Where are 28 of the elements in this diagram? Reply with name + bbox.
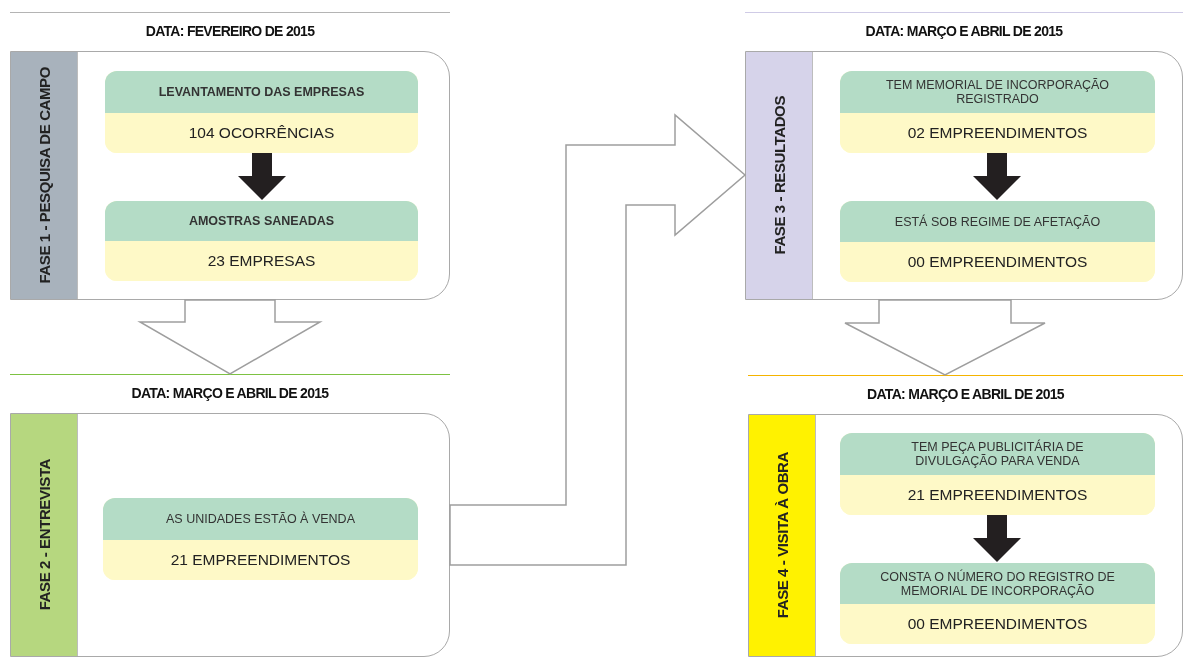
- phase-label: FASE 2 - ENTREVISTA: [35, 459, 53, 611]
- card-header: TEM PEÇA PUBLICITÁRIA DE DIVULGAÇÃO PARA VENDA: [840, 433, 1155, 475]
- phase-label: FASE 3 - RESULTADOS: [770, 96, 788, 255]
- down-arrow: [238, 152, 286, 200]
- down-arrow: [973, 152, 1021, 200]
- date-heading: DATA: FEVEREIRO DE 2015: [144, 23, 316, 39]
- info-card: [840, 201, 1155, 282]
- block-arrow: [844, 299, 1046, 376]
- info-card: [103, 498, 418, 580]
- card-header: AS UNIDADES ESTÃO À VENDA: [103, 498, 418, 540]
- card-header: CONSTA O NÚMERO DO REGISTRO DE MEMORIAL DE INCORPORAÇÃO: [840, 563, 1155, 604]
- card-header: AMOSTRAS SANEADAS: [105, 201, 418, 241]
- info-card: [840, 71, 1155, 153]
- info-card: [105, 71, 418, 153]
- date-heading: DATA: MARÇO E ABRIL DE 2015: [130, 385, 330, 401]
- block-arrow: [449, 113, 747, 566]
- info-card: [105, 201, 418, 281]
- phase-label: FASE 4 - VISITA À OBRA: [773, 452, 791, 619]
- down-arrow: [973, 514, 1021, 562]
- info-card: [840, 563, 1155, 644]
- card-header: TEM MEMORIAL DE INCORPORAÇÃO REGISTRADO: [840, 71, 1155, 113]
- card-header: LEVANTAMENTO DAS EMPRESAS: [105, 71, 418, 113]
- block-arrow: [137, 299, 323, 375]
- info-card: [840, 433, 1155, 515]
- date-heading: DATA: MARÇO E ABRIL DE 2015: [864, 23, 1064, 39]
- card-header: ESTÁ SOB REGIME DE AFETAÇÃO: [840, 201, 1155, 242]
- phase-label: FASE 1 - PESQUISA DE CAMPO: [35, 67, 53, 284]
- date-heading: DATA: MARÇO E ABRIL DE 2015: [866, 386, 1065, 402]
